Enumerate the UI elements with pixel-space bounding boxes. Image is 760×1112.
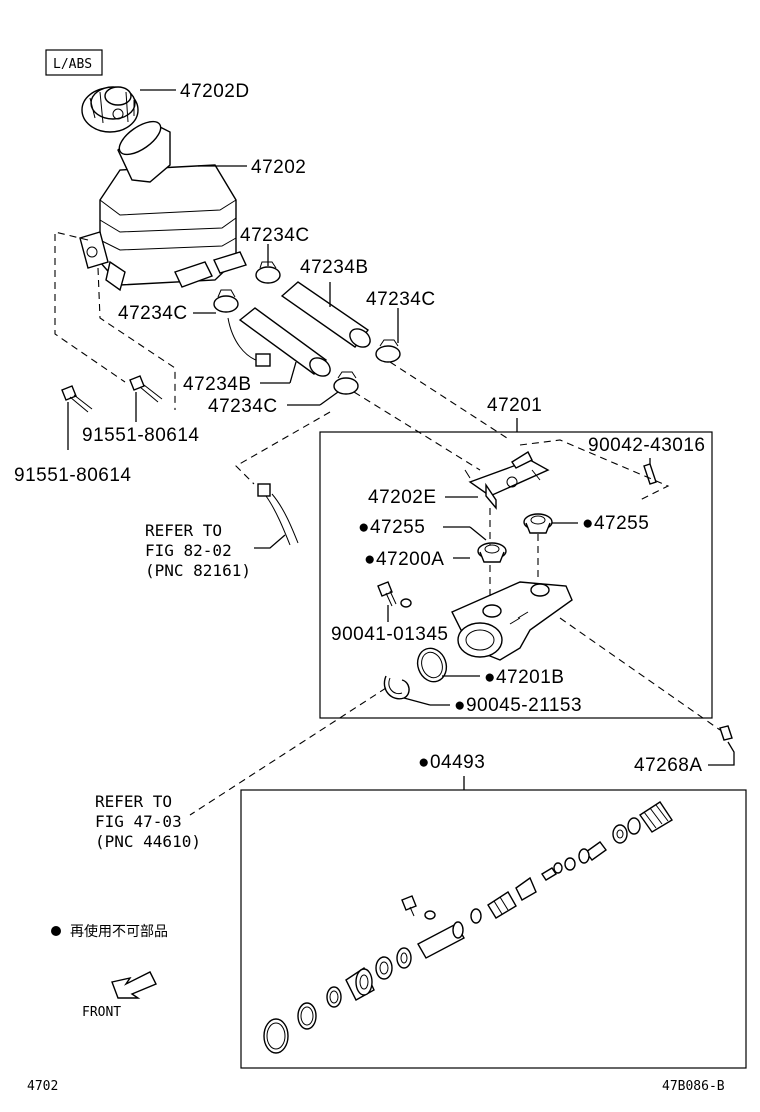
hose-clip-lower-drawing (333, 371, 359, 395)
hose-clip-right-drawing (375, 339, 401, 363)
callout-90042-43016: 90042-43016 (588, 435, 706, 456)
variant-tag-box (45, 49, 103, 76)
bolt-right-drawing (129, 375, 163, 403)
guide-plug (559, 617, 721, 731)
reservoir-cap-drawing (81, 86, 139, 133)
master-cylinder-body-drawing (451, 581, 573, 661)
callout-47202E: 47202E (368, 487, 437, 508)
callout-47234C-1: 47234C (240, 225, 310, 246)
callout-47234B-1: 47234B (300, 257, 369, 278)
hose-clip-left-drawing (213, 289, 239, 313)
refer-1-line3: (PNC 82161) (145, 561, 251, 580)
guide-clip-assembly (353, 391, 481, 471)
callout-47201: 47201 (487, 395, 542, 416)
callout-90045-21153: ●90045-21153 (454, 695, 582, 716)
kit-box (240, 789, 747, 1069)
leader-snap-ring (403, 697, 431, 706)
hose-clip-upper-drawing (255, 261, 281, 284)
front-arrow-icon (111, 971, 157, 999)
guide-bolt-2 (97, 267, 176, 410)
guide-refer-1 (235, 411, 331, 485)
plug-drawing (719, 725, 733, 741)
mount-bracket-drawing (464, 450, 550, 510)
variant-tag: L/ABS (53, 57, 92, 72)
callout-91551-80614-a: 91551-80614 (82, 425, 200, 446)
callout-47268A: 47268A (634, 755, 703, 776)
o-ring-drawing (416, 647, 448, 683)
hose-lower-drawing (227, 307, 331, 377)
callout-90041-01345: 90041-01345 (331, 624, 449, 645)
screw-drawing (377, 581, 412, 608)
leader-grommet-left-b (469, 526, 487, 541)
legend-bullet-icon (51, 926, 61, 936)
leader-hose-2b (289, 361, 297, 384)
footer-page-number: 4702 (27, 1079, 58, 1094)
reservoir-drawing (79, 120, 247, 292)
refer-1-line1: REFER TO (145, 521, 222, 540)
guide-bolt-1 (54, 231, 126, 383)
guide-refer-2 (189, 687, 387, 816)
callout-47202: 47202 (251, 157, 306, 178)
guide-pin (519, 439, 670, 501)
leader-clip-5b (319, 391, 339, 406)
legend-text: 再使用不可部品 (70, 923, 168, 940)
sensor-connector-drawing (257, 483, 299, 546)
assembly-box (319, 431, 713, 719)
leader-plug (708, 741, 735, 766)
refer-2-line2: FIG 47-03 (95, 812, 182, 831)
refer-2-line1: REFER TO (95, 792, 172, 811)
callout-04493: ●04493 (418, 752, 485, 773)
callout-47234C-3: 47234C (118, 303, 188, 324)
callout-47234C-2: 47234C (366, 289, 436, 310)
callout-47202D: 47202D (180, 81, 250, 102)
hose-upper-drawing (280, 281, 371, 348)
callout-91551-80614-b: 91551-80614 (14, 465, 132, 486)
refer-1-line2: FIG 82-02 (145, 541, 232, 560)
callout-47234C-5: 47234C (208, 396, 278, 417)
footer-figure-code: 47B086-B (662, 1079, 725, 1094)
callout-47234B-2: 47234B (183, 374, 252, 395)
leader-refer-1 (254, 534, 286, 549)
grommet-left-drawing (477, 542, 507, 563)
snap-ring-drawing (383, 675, 410, 700)
callout-47201B: ●47201B (484, 667, 564, 688)
refer-2-line3: (PNC 44610) (95, 832, 201, 851)
pin-drawing (643, 463, 657, 485)
grommet-right-drawing (523, 513, 553, 534)
callout-47200A: ●47200A (364, 549, 444, 570)
kit-parts-drawing (263, 801, 673, 1054)
bolt-left-drawing (61, 385, 93, 413)
front-label: FRONT (82, 1005, 121, 1020)
callout-47255-left: ●47255 (358, 517, 425, 538)
callout-47255-right: ●47255 (582, 513, 649, 534)
